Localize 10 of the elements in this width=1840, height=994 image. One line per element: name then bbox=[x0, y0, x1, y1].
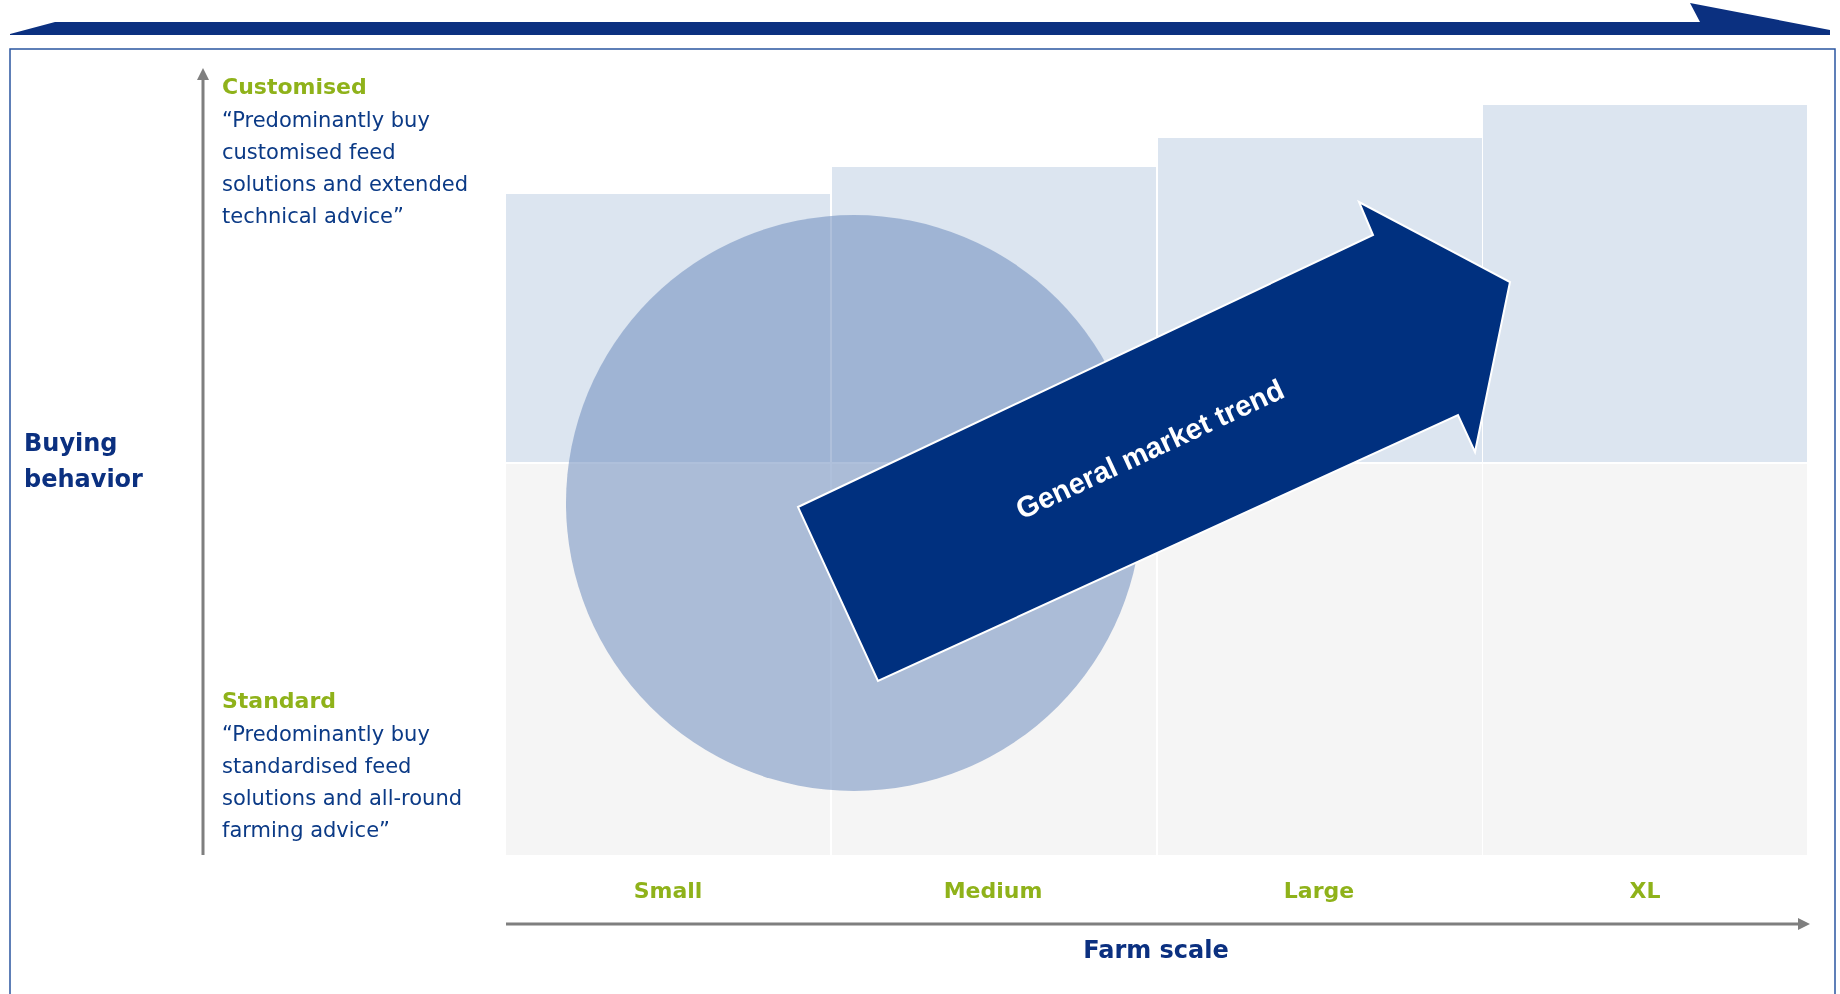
level-description: “Predominantly buy customised feed solutions and extended technical advice” bbox=[222, 107, 469, 230]
axis-title: Farm scale bbox=[1082, 936, 1230, 964]
axis-title: Buying behavior bbox=[24, 428, 144, 495]
category-label: Medium bbox=[942, 878, 1044, 903]
category-label: Small bbox=[632, 878, 704, 903]
axis-level-label: Customised bbox=[222, 74, 367, 99]
axis-level-label: Standard bbox=[222, 688, 337, 713]
category-label: Large bbox=[1282, 878, 1356, 903]
category-label: XL bbox=[1628, 878, 1662, 903]
level-description: “Predominantly buy standardised feed solutions and all-round farming advice” bbox=[222, 721, 464, 844]
